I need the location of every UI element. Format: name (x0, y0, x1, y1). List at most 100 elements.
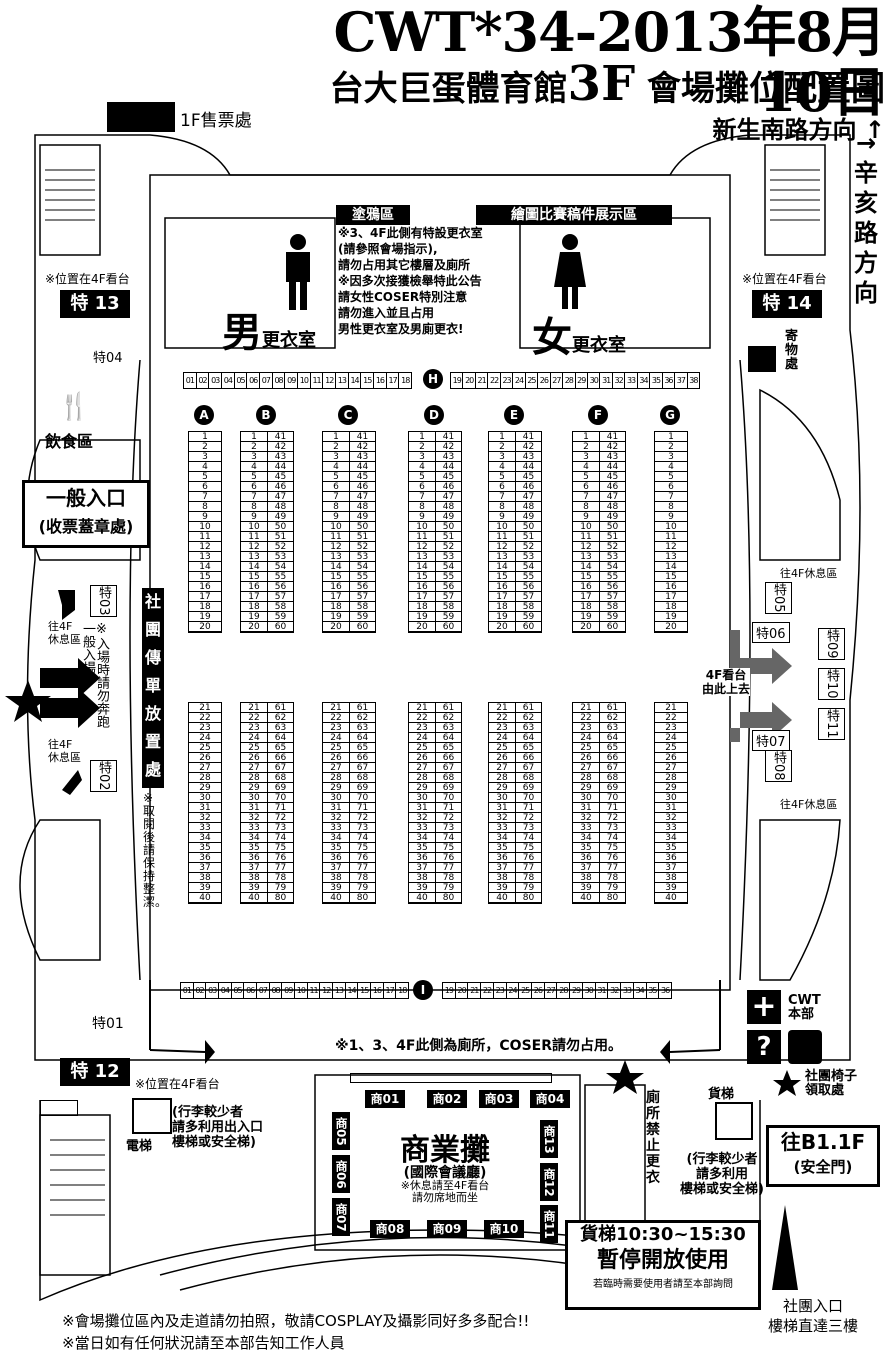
booth-cell: 78 (516, 873, 541, 883)
booth-cell: 77 (436, 863, 461, 873)
booth-cell: 67 (350, 763, 375, 773)
note-4f-stand-bottom: ※位置在4F看台 (135, 1077, 220, 1091)
booth-cell: 78 (436, 873, 461, 883)
column-label-g: G (660, 405, 680, 425)
booth-cell: 32 (409, 813, 435, 823)
booth-cell: 24 (323, 733, 349, 743)
booth-cell: 3 (409, 452, 435, 462)
row-i-booth: 04 (219, 983, 232, 998)
booth-cell: 33 (489, 823, 515, 833)
booth-cell: 26 (241, 753, 267, 763)
booth-cell: 8 (573, 502, 599, 512)
booth-cell: 28 (241, 773, 267, 783)
booth-cell: 9 (489, 512, 515, 522)
booth-cell: 26 (655, 753, 687, 763)
booth-cell: 23 (189, 723, 221, 733)
booth-cell: 28 (489, 773, 515, 783)
booth-cell: 61 (350, 703, 375, 713)
row-h-booth: 38 (689, 376, 698, 385)
booth-cell: 14 (573, 562, 599, 572)
booth-cell: 63 (436, 723, 461, 733)
booth-cell: 2 (189, 442, 221, 452)
special-booth-12: 特 12 (60, 1058, 130, 1086)
row-i-booth: 27 (545, 983, 558, 998)
booth-cell: 22 (655, 713, 687, 723)
booth-cell: 10 (323, 522, 349, 532)
booth-cell: 4 (655, 462, 687, 472)
booth-cell: 38 (323, 873, 349, 883)
booth-cell: 69 (516, 783, 541, 793)
booth-cell: 47 (350, 492, 375, 502)
commercial-booth: 商09 (427, 1220, 467, 1238)
special-booth-10: 特10 (818, 668, 845, 700)
booth-cell: 58 (350, 602, 375, 612)
booth-cell: 60 (268, 622, 293, 632)
booth-cell: 49 (436, 512, 461, 522)
booth-cell: 38 (655, 873, 687, 883)
booth-cell: 71 (516, 803, 541, 813)
booth-cell: 31 (655, 803, 687, 813)
booth-cell: 29 (241, 783, 267, 793)
booth-cell: 51 (600, 532, 625, 542)
booth-cell: 22 (573, 713, 599, 723)
booth-cell: 34 (409, 833, 435, 843)
booth-cell: 57 (516, 592, 541, 602)
booth-cell: 56 (436, 582, 461, 592)
booth-cell: 42 (600, 442, 625, 452)
booth-cell: 11 (655, 532, 687, 542)
booth-cell: 79 (350, 883, 375, 893)
booth-cell: 6 (189, 482, 221, 492)
booth-cell: 36 (409, 853, 435, 863)
row-h-booth: 05 (235, 373, 248, 388)
booth-cell: 55 (350, 572, 375, 582)
booth-cell: 26 (489, 753, 515, 763)
booth-cell: 79 (268, 883, 293, 893)
row-h-booth: 04 (222, 373, 235, 388)
booth-cell: 75 (268, 843, 293, 853)
booth-cell: 22 (241, 713, 267, 723)
booth-cell: 80 (436, 893, 461, 903)
booth-cell: 57 (436, 592, 461, 602)
booth-cell: 5 (409, 472, 435, 482)
booth-cell: 48 (350, 502, 375, 512)
booth-cell: 20 (241, 622, 267, 632)
booth-cell: 33 (241, 823, 267, 833)
cloakroom-icon (748, 346, 776, 372)
booth-cell: 72 (350, 813, 375, 823)
booth-cell: 46 (268, 482, 293, 492)
commercial-booth: 商13 (540, 1120, 558, 1158)
booth-cell: 36 (573, 853, 599, 863)
booth-cell: 11 (189, 532, 221, 542)
booth-cell: 2 (655, 442, 687, 452)
booth-cell: 73 (600, 823, 625, 833)
booth-cell: 45 (600, 472, 625, 482)
dressing-room-notice: ※3、4F此側有特設更衣室(請參照會場指示),請勿占用其它樓層及廁所 ※因多次接… (338, 226, 483, 336)
row-i-booth: 30 (583, 983, 596, 998)
booth-cell: 51 (350, 532, 375, 542)
elevator-left-icon (132, 1098, 172, 1134)
row-h-booth: 31 (600, 373, 613, 388)
row-h-label: H (423, 369, 443, 389)
column-label-f: F (588, 405, 608, 425)
special-booth-13: 特 13 (60, 290, 130, 318)
booth-cell: 26 (573, 753, 599, 763)
booth-cell: 77 (516, 863, 541, 873)
booth-cell: 21 (655, 703, 687, 713)
row-i-booth: 18 (398, 986, 407, 995)
booth-cell: 22 (409, 713, 435, 723)
direction-east: →辛亥 路方向 (854, 129, 878, 307)
booth-cell: 49 (350, 512, 375, 522)
to-b1-exit: 往B1.1F (安全門) (766, 1125, 880, 1187)
note-4f-stand-right: ※位置在4F看台 (742, 272, 827, 286)
booth-cell: 20 (409, 622, 435, 632)
booth-cell: 48 (436, 502, 461, 512)
booth-cell: 6 (489, 482, 515, 492)
booth-cell: 61 (516, 703, 541, 713)
booth-cell: 44 (516, 462, 541, 472)
booth-cell: 51 (516, 532, 541, 542)
booth-cell: 15 (489, 572, 515, 582)
booth-cell: 30 (409, 793, 435, 803)
